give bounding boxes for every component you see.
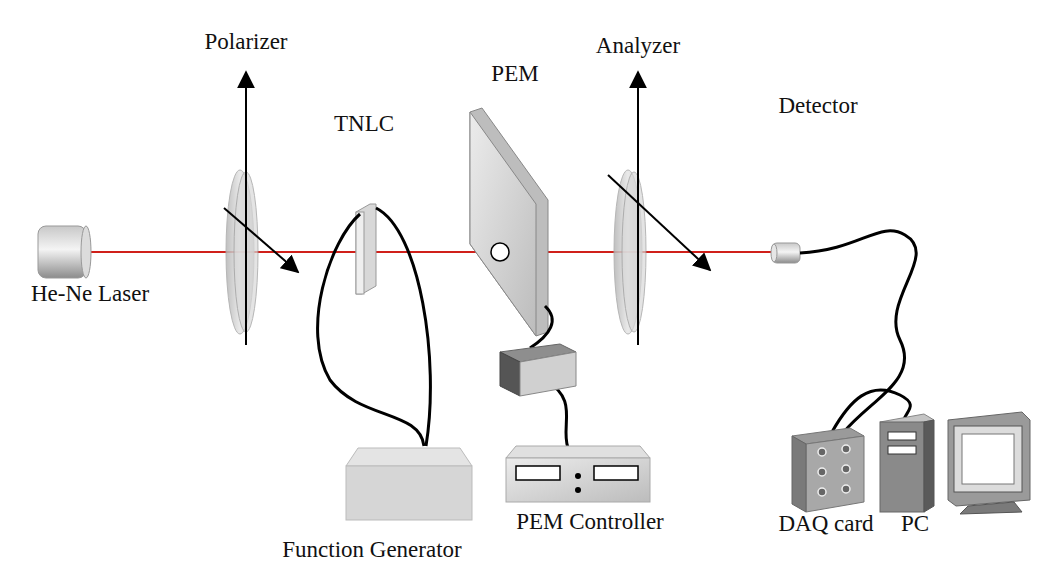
daq-socket-part	[842, 485, 850, 493]
monitor	[948, 412, 1030, 514]
laser-body	[38, 226, 91, 278]
cable-part	[800, 231, 916, 432]
monitor-part	[948, 412, 1030, 506]
daq-socket-part	[818, 468, 826, 476]
function-generator	[346, 448, 472, 520]
monitor-part	[960, 502, 1022, 514]
pem-controller-part	[516, 466, 560, 480]
pem-modulator-part	[491, 243, 509, 261]
cable-part	[530, 306, 552, 348]
component-label: PEM	[491, 61, 538, 86]
pem-modulator-part	[470, 108, 548, 336]
pem-head-part	[500, 352, 520, 396]
pc-tower-part	[888, 446, 916, 454]
pc-tower-part	[888, 432, 916, 440]
tnlc-cell	[356, 204, 376, 294]
pem-controller-part	[575, 473, 581, 479]
detector	[771, 243, 800, 263]
pc-tower-part	[924, 420, 934, 512]
component-label: PEM Controller	[516, 509, 664, 534]
monitor-part	[954, 426, 1022, 492]
detector-part	[772, 243, 800, 263]
analyzer-disc-part	[608, 175, 710, 270]
polarizer-disc-part	[224, 208, 298, 272]
daq-card	[792, 428, 864, 512]
component-label: TNLC	[334, 111, 394, 136]
component-label: Analyzer	[596, 33, 680, 58]
pem-controller	[506, 446, 650, 502]
laser-beam	[88, 251, 772, 253]
cable-part	[376, 208, 430, 446]
pem-controller-part	[506, 446, 650, 458]
pem-controller-part	[506, 458, 650, 502]
daq-socket-part	[818, 488, 826, 496]
pc-tower-part	[880, 422, 924, 512]
daq-socket-part	[842, 465, 850, 473]
component-label: DAQ card	[778, 511, 873, 536]
component-label: Function Generator	[282, 537, 461, 562]
component-label: Polarizer	[204, 29, 287, 54]
daq-socket-part	[818, 448, 826, 456]
analyzer-disc-part	[637, 72, 639, 345]
component-label: He-Ne Laser	[31, 281, 149, 306]
pem-head-part	[520, 352, 576, 396]
detector-part	[771, 244, 777, 262]
pem-controller-part	[594, 466, 638, 480]
polarizer-disc-part	[245, 72, 247, 345]
pem-controller-part	[575, 487, 581, 493]
function-generator-part	[346, 448, 472, 466]
polarizer-disc	[224, 72, 298, 345]
daq-card-part	[792, 436, 806, 512]
tnlc-cell-part	[356, 204, 376, 294]
daq-card-part	[806, 436, 864, 512]
daq-socket-part	[842, 445, 850, 453]
monitor-part	[962, 434, 1014, 484]
component-label: Detector	[778, 93, 857, 118]
pem-modulator	[470, 108, 548, 336]
pc-tower	[880, 414, 934, 512]
laser-body-part	[81, 226, 91, 278]
analyzer-disc	[608, 72, 710, 345]
component-label: PC	[901, 511, 929, 536]
function-generator-part	[346, 466, 472, 520]
pem-head	[500, 344, 576, 396]
analyzer-disc-part	[622, 172, 646, 332]
laser-body-part	[38, 226, 86, 278]
pem-modulator-part	[470, 112, 536, 336]
daq-socket	[818, 445, 850, 496]
tnlc-cell-part	[356, 212, 364, 294]
cable	[318, 208, 917, 448]
